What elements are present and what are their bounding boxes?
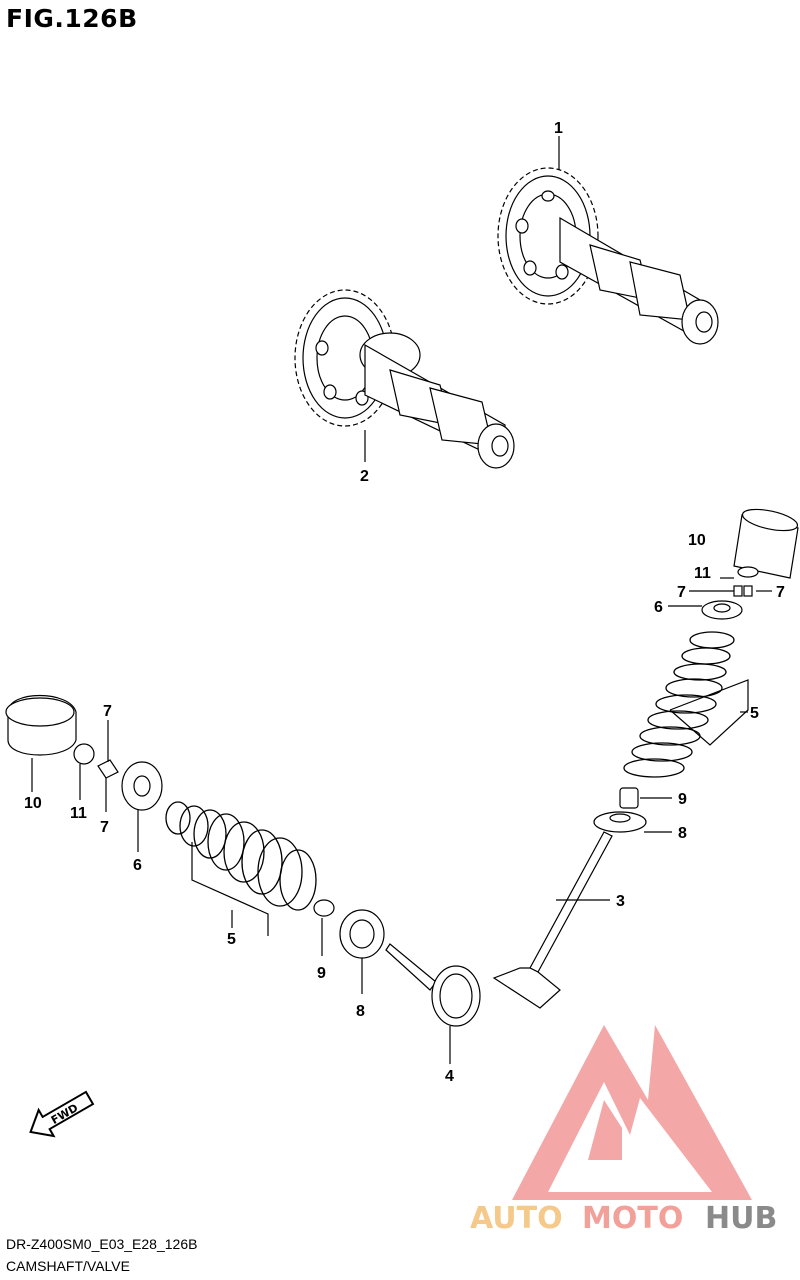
label-part-2: 2 (360, 468, 369, 485)
label-part-9-right: 9 (678, 791, 687, 808)
figure-title: FIG.126B (6, 4, 138, 33)
label-part-10-right: 10 (688, 532, 706, 549)
label-part-3: 3 (616, 893, 625, 910)
leader-lines (31, 136, 772, 1064)
camshaft-exhaust (497, 167, 719, 345)
label-part-8-left: 8 (356, 1003, 365, 1020)
label-part-7-left-bottom: 7 (100, 819, 109, 836)
watermark-text-hub: HUB (705, 1201, 777, 1236)
label-part-11-left: 11 (70, 805, 87, 822)
label-part-5-right: 5 (750, 705, 759, 722)
watermark-text-auto: AUTO (470, 1201, 563, 1236)
camshaft-intake (294, 289, 515, 469)
footer-model-code: DR-Z400SM0_E03_E28_126B (6, 1236, 198, 1252)
label-part-7-left-top: 7 (103, 703, 112, 720)
label-part-9-left: 9 (317, 965, 326, 982)
label-part-7-right-a: 7 (677, 584, 686, 601)
footer-section-name: CAMSHAFT/VALVE (6, 1258, 130, 1274)
label-part-11-right: 11 (694, 565, 711, 582)
valve-assembly-right (492, 508, 799, 1009)
label-part-5-left: 5 (227, 931, 236, 948)
label-part-10-left: 10 (24, 795, 42, 812)
valve-assembly-left (5, 695, 481, 1027)
watermark-text-moto: MOTO (582, 1201, 683, 1236)
label-part-7-right-b: 7 (776, 584, 785, 601)
label-part-4: 4 (445, 1068, 454, 1085)
label-part-1: 1 (554, 120, 563, 137)
fwd-direction-arrow: FWD (29, 1090, 95, 1138)
watermark-logo (512, 1025, 752, 1200)
label-part-8-right: 8 (678, 825, 687, 842)
label-part-6-left: 6 (133, 857, 142, 874)
label-part-6-right: 6 (654, 599, 663, 616)
